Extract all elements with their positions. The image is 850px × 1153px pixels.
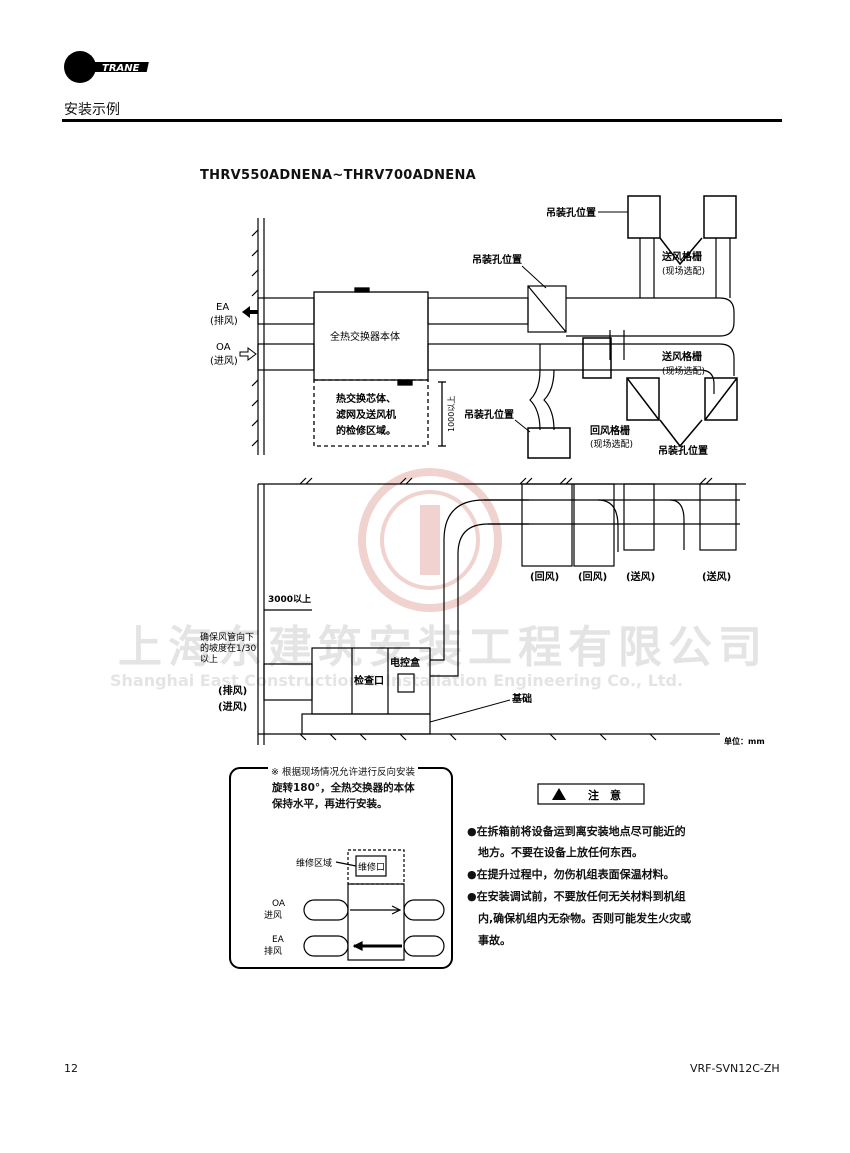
caution-item-3-line-1: ●在安装调试前，不要放任何无关材料到机组: [467, 890, 686, 903]
caution-item-1-line-1: ●在拆箱前将设备运到离安装地点尽可能近的: [467, 825, 686, 838]
caution-item-1-line-2: 地方。不要在设备上放任何东西。: [467, 846, 643, 859]
hanger-low-label: 吊装孔位置: [464, 408, 514, 421]
caution-item-3-line-3: 事故。: [467, 934, 511, 947]
inspection-port-label: 检查口: [354, 674, 384, 687]
ea-arrow-icon: [242, 306, 258, 318]
top-grilles: [527, 195, 738, 459]
supply-grille-1-sub: (现场选配): [662, 265, 705, 277]
exhaust-label: (排风): [218, 684, 247, 697]
return-grille: 回风格栅: [590, 424, 630, 437]
reverse-service-area: 维修区域: [296, 857, 332, 869]
caution-title: 注 意: [588, 788, 621, 802]
watermark-cn: 上海东建筑安装工程有限公司: [118, 622, 768, 673]
caution-item-3-line-2: 内,确保机组内无杂物。否则可能发生火灾或: [467, 912, 692, 925]
page-number: 12: [64, 1062, 78, 1075]
trane-logo: TRANE: [62, 47, 172, 91]
caution-item-2-line-1: ●在提升过程中，勿伤机组表面保温材料。: [467, 868, 675, 881]
clearance-label: 1000以上: [447, 396, 456, 432]
model-title: THRV550ADNENA~THRV700ADNENA: [200, 168, 477, 183]
oa-label: OA: [216, 342, 231, 353]
oa-sub: (进风): [210, 355, 238, 367]
ea-label: EA: [216, 302, 229, 313]
reverse-note-line-3: 保持水平，再进行安装。: [272, 798, 388, 810]
oa-arrow-icon: [239, 347, 257, 361]
supply-grille-1: 送风格栅: [661, 250, 702, 263]
reverse-note-line-1: ※ 根据现场情况允许进行反向安装: [268, 764, 418, 778]
warning-triangle-icon: [552, 788, 566, 800]
return-grille-sub: (现场选配): [590, 438, 633, 450]
top-unit: [313, 287, 446, 447]
reverse-oa-sub: 进风: [264, 910, 282, 921]
slope-line-3: 以上: [200, 654, 218, 665]
logo-text: TRANE: [102, 63, 140, 74]
watermark: 上海东建筑安装工程有限公司 Shanghai East Construction…: [110, 468, 768, 690]
top-ducts: [257, 238, 735, 431]
unit-mm: 单位：mm: [724, 736, 765, 746]
reverse-ea-label: EA: [272, 935, 285, 945]
watermark-en: Shanghai East Construction & Installatio…: [110, 671, 683, 690]
ea-sub: (排风): [210, 314, 238, 327]
service-area-line-3: 的检修区域。: [336, 424, 396, 437]
top-wall: [251, 218, 265, 455]
reverse-oa-label: OA: [272, 899, 286, 909]
section-title: 安装示例: [64, 102, 120, 118]
outlet-1: (回风): [530, 571, 559, 583]
foundation-label: 基础: [511, 692, 532, 705]
bottom-structure: [257, 477, 746, 745]
service-area-line-1: 热交换芯体、: [336, 392, 396, 405]
supply-grille-2-sub: (现场选配): [662, 365, 705, 377]
service-area-line-2: 滤网及送风机: [336, 408, 396, 421]
outlet-2: (回风): [578, 571, 607, 583]
doc-code: VRF-SVN12C-ZH: [690, 1062, 780, 1075]
outlet-3: (送风): [626, 570, 655, 583]
slope-line-2: 的坡度在1/30: [200, 642, 256, 654]
hanger-mid-label: 吊装孔位置: [472, 253, 522, 266]
hanger-right-label: 吊装孔位置: [658, 444, 708, 457]
header-rule: [62, 119, 782, 122]
slope-line-1: 确保风管向下: [200, 631, 254, 643]
outlet-4: (送风): [702, 570, 731, 583]
unit-label: 全热交换器本体: [330, 330, 400, 343]
reverse-ea-sub: 排风: [264, 945, 282, 957]
reverse-mini-diagram: [303, 849, 445, 961]
caution-box: [537, 783, 645, 805]
distance-label: 3000以上: [268, 593, 311, 605]
reverse-service-port: 维修口: [358, 861, 385, 873]
intake-label: (进风): [218, 700, 247, 713]
reverse-note-line-2: 旋转180°，全热交换器的本体: [272, 782, 415, 794]
control-box-label: 电控盒: [390, 656, 421, 669]
hanger-top-label: 吊装孔位置: [546, 206, 596, 219]
supply-grille-2: 送风格栅: [661, 350, 702, 363]
